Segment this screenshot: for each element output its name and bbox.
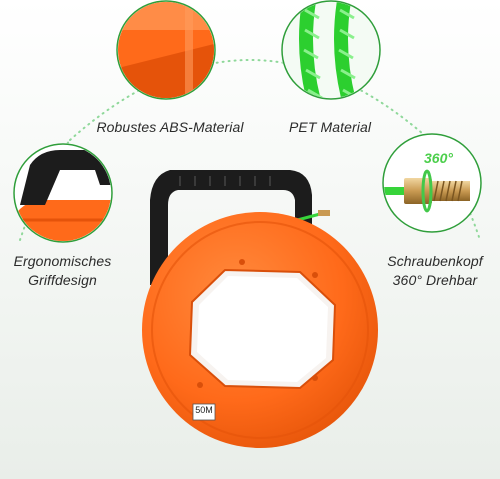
handle-closeup-icon — [13, 143, 113, 243]
feature-label-pet: PET Material — [288, 119, 372, 135]
feature-label-grip: Ergonomisches Griffdesign — [5, 252, 120, 290]
feature-label-screw-line2: 360° Drehbar — [392, 272, 478, 288]
reel-body — [142, 212, 378, 448]
feature-label-screw: Schraubenkopf 360° Drehbar — [375, 252, 495, 290]
dotted-arc — [69, 59, 431, 141]
abs-closeup-icon — [116, 0, 216, 100]
feature-label-grip-line2: Griffdesign — [28, 272, 97, 288]
feature-label-screw-line1: Schraubenkopf — [387, 253, 483, 269]
brass-screw-head-icon — [382, 133, 482, 233]
pet-cable-closeup-icon — [281, 0, 381, 100]
length-label: 50M — [195, 405, 213, 415]
feature-label-grip-line1: Ergonomisches — [13, 253, 112, 269]
feature-label-abs: Robustes ABS-Material — [96, 119, 244, 135]
rotation-badge: 360° — [424, 150, 453, 166]
